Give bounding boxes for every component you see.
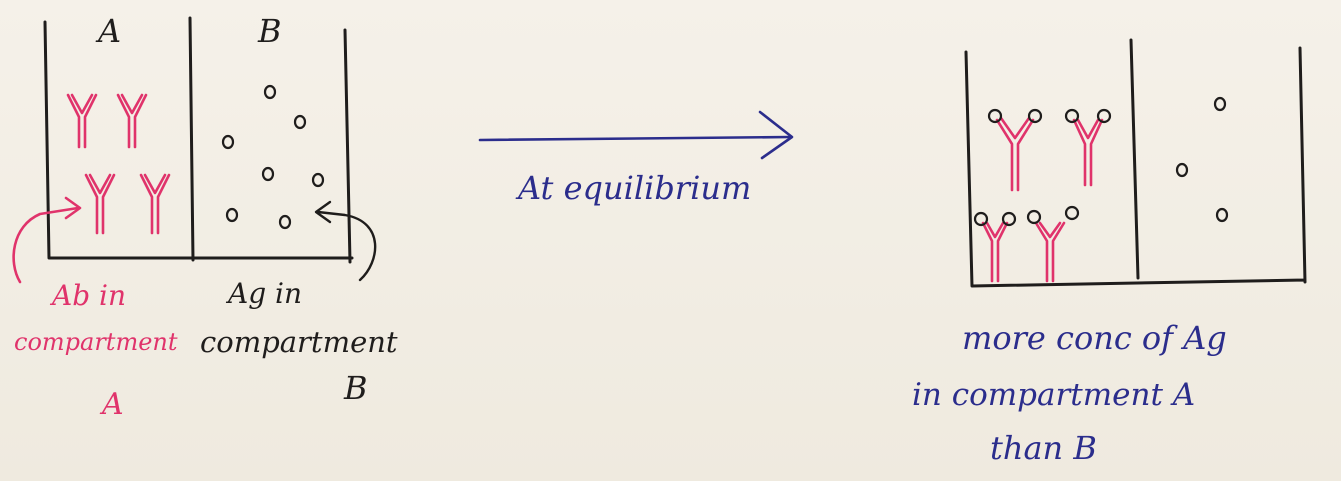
right-antibodies xyxy=(973,108,1112,283)
ag-annotation-line2: compartment xyxy=(200,325,398,359)
bound-antibody xyxy=(987,108,1043,192)
antigen xyxy=(293,114,307,130)
antigen xyxy=(221,134,235,150)
left-beaker-outline xyxy=(43,20,354,264)
ab-annotation-line2: compartment xyxy=(14,328,178,356)
antigen xyxy=(311,172,325,188)
right-beaker xyxy=(964,38,1307,288)
antibody xyxy=(116,93,148,149)
compartment-b-label: B xyxy=(258,12,282,50)
ab-annotation-line3: A xyxy=(102,387,124,422)
right-beaker-outline xyxy=(964,46,1307,288)
equilibrium-label: At equilibrium xyxy=(518,169,752,207)
ag-annotation-line3: B xyxy=(344,369,368,407)
left-antibodies xyxy=(66,93,171,235)
left-beaker-divider xyxy=(188,16,195,262)
antigen xyxy=(225,207,239,223)
compartment-a-label: A xyxy=(98,12,122,50)
bound-antibody xyxy=(973,211,1017,283)
antigen xyxy=(1213,96,1227,112)
left-beaker xyxy=(43,16,354,264)
conclusion-line1: more conc of Ag xyxy=(962,319,1227,357)
ab-annotation-line1: Ab in xyxy=(52,279,127,312)
antigen xyxy=(261,166,275,182)
antigen xyxy=(278,214,292,230)
antigen xyxy=(1175,162,1189,178)
antibody xyxy=(66,93,98,149)
right-antigens xyxy=(1175,96,1229,223)
right-beaker-divider xyxy=(1129,38,1140,280)
conclusion-line2: in compartment A xyxy=(912,377,1196,413)
antigen xyxy=(263,84,277,100)
ag-annotation-line1: Ag in xyxy=(228,277,303,310)
bound-antibody xyxy=(1064,108,1112,187)
antibody xyxy=(84,173,116,235)
equilibrium-arrow xyxy=(478,110,794,160)
ab-pointer-arrow xyxy=(12,196,82,284)
antibody xyxy=(139,173,171,235)
antigen xyxy=(1215,207,1229,223)
left-antigens xyxy=(221,84,325,230)
conclusion-line3: than B xyxy=(990,429,1097,467)
ag-pointer-arrow xyxy=(314,200,377,282)
bound-antibody xyxy=(1026,205,1080,283)
